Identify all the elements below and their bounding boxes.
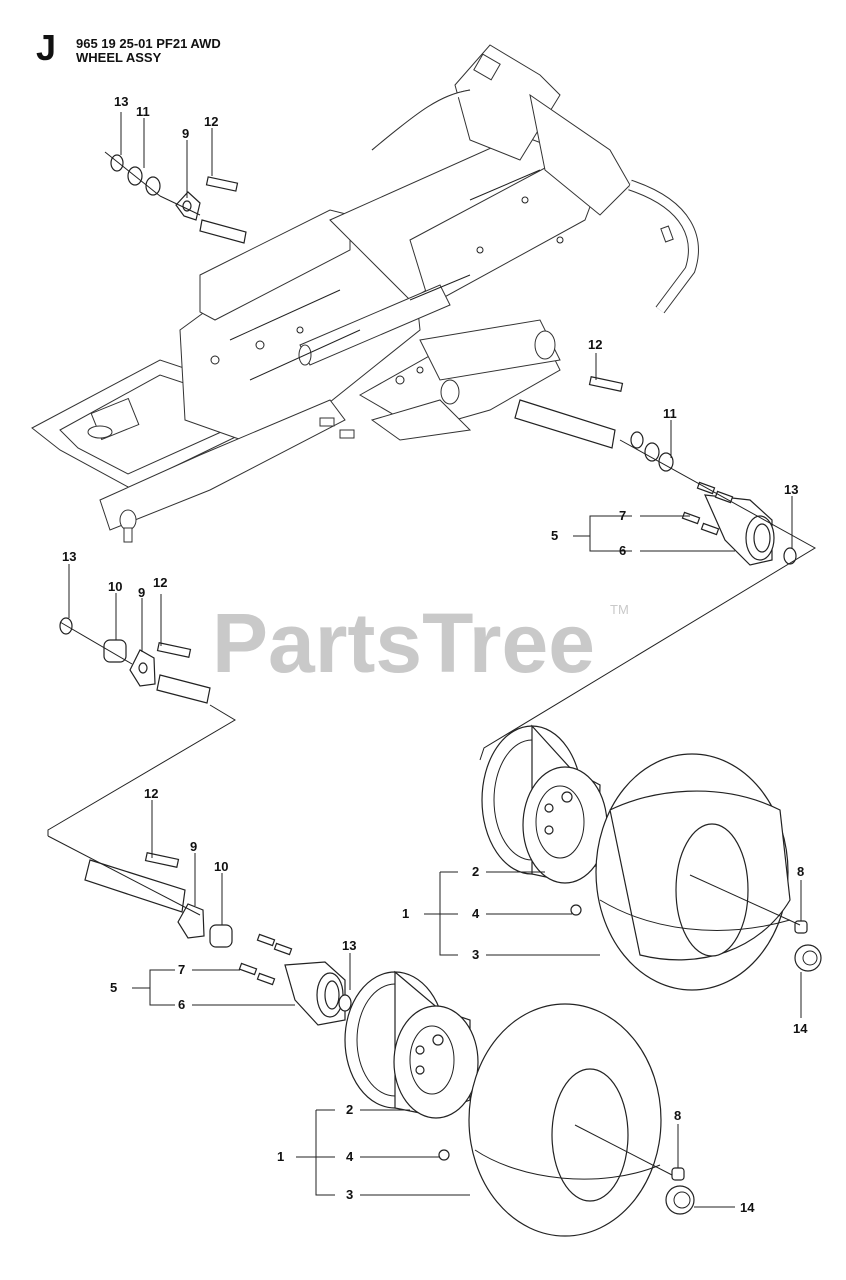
spacer-10 <box>103 639 127 663</box>
callout-4: 4 <box>346 1149 354 1164</box>
callout-3: 3 <box>346 1187 353 1202</box>
watermark-text: PartsTree <box>212 596 595 690</box>
callout-9: 9 <box>138 585 145 600</box>
callout-1: 1 <box>277 1149 284 1164</box>
upper-wheel-assembly <box>481 724 822 991</box>
cap-14-upper <box>794 944 822 972</box>
callout-11: 11 <box>136 104 150 119</box>
callout-2: 2 <box>472 864 479 879</box>
callout-5: 5 <box>110 980 117 995</box>
callout-4: 4 <box>472 906 480 921</box>
section-letter: J <box>36 27 57 68</box>
lower-wheel-assembly <box>344 970 695 1237</box>
bracket-9-lower <box>177 903 205 939</box>
callout-1: 1 <box>402 906 409 921</box>
callout-10: 10 <box>108 579 122 594</box>
tractor-frame <box>31 44 699 543</box>
callout-12: 12 <box>144 786 158 801</box>
spacer-10-lower <box>209 924 233 948</box>
callout-11: 11 <box>663 406 677 421</box>
valve-4-upper <box>570 904 582 916</box>
callout-2: 2 <box>346 1102 353 1117</box>
callout-7: 7 <box>178 962 185 977</box>
callout-5: 5 <box>551 528 558 543</box>
callout-9: 9 <box>182 126 189 141</box>
key-12 <box>205 176 239 192</box>
callout-8: 8 <box>797 864 804 879</box>
key-12-right <box>588 376 624 392</box>
nut-8-lower <box>671 1167 685 1181</box>
cap-14-lower <box>665 1185 695 1215</box>
callout-14: 14 <box>793 1021 808 1036</box>
lower-left-hub-assembly <box>47 835 352 1026</box>
axle-shaft-lower <box>84 859 186 913</box>
callout-10: 10 <box>214 859 228 874</box>
diagram-title: WHEEL ASSY <box>76 50 162 65</box>
callout-8: 8 <box>674 1108 681 1123</box>
callout-12: 12 <box>204 114 218 129</box>
callout-13: 13 <box>342 938 356 953</box>
callout-3: 3 <box>472 947 479 962</box>
middle-left-hardware <box>47 617 236 836</box>
callout-12: 12 <box>588 337 602 352</box>
upper-right-hub-assembly <box>479 376 816 761</box>
key-12-lower <box>144 852 180 868</box>
callout-14: 14 <box>740 1200 755 1215</box>
callout-6: 6 <box>619 543 626 558</box>
nut-8-upper <box>794 920 808 934</box>
callout-9: 9 <box>190 839 197 854</box>
callout-6: 6 <box>178 997 185 1012</box>
callout-labels: 13 11 9 12 12 11 13 5 7 6 13 10 9 12 2 1… <box>62 94 808 1215</box>
callout-7: 7 <box>619 508 626 523</box>
callout-13: 13 <box>784 482 798 497</box>
callout-13: 13 <box>114 94 128 109</box>
model-number: 965 19 25-01 PF21 AWD <box>76 36 221 51</box>
axle-shaft-upper <box>199 219 247 244</box>
leader-lines <box>68 112 802 1208</box>
watermark-trademark: TM <box>610 602 629 617</box>
retaining-ring-13 <box>110 154 124 172</box>
washer-11b <box>145 176 161 196</box>
callout-12: 12 <box>153 575 167 590</box>
callout-13: 13 <box>62 549 76 564</box>
valve-4-lower <box>438 1149 450 1161</box>
axle-shaft-right <box>514 399 616 449</box>
upper-left-hardware <box>104 151 247 244</box>
